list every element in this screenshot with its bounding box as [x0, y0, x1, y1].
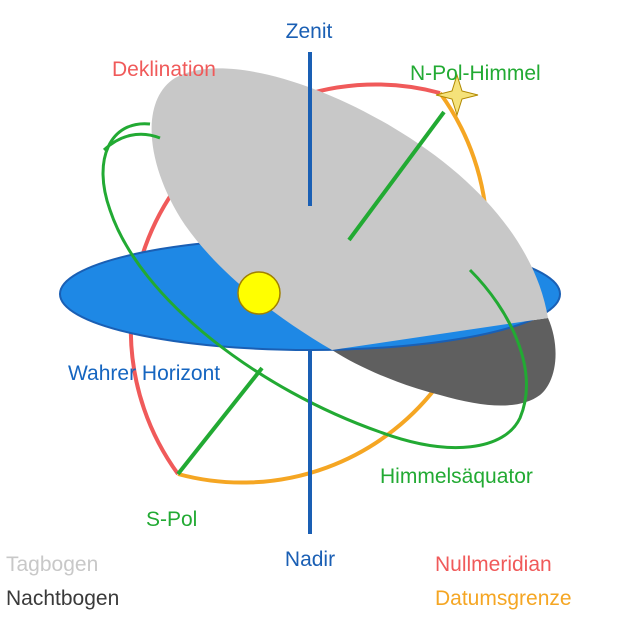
label-horizont: Wahrer Horizont	[68, 362, 220, 385]
nachtbogen-shape	[332, 318, 556, 406]
label-himmelsaequator: Himmelsäquator	[380, 465, 533, 488]
label-spol: S-Pol	[146, 508, 197, 531]
legend-datumsgrenze: Datumsgrenze	[435, 587, 572, 610]
label-deklination: Deklination	[112, 58, 216, 81]
spol-axis	[176, 366, 264, 476]
label-npol: N-Pol-Himmel	[410, 62, 541, 85]
sun-icon	[237, 271, 281, 315]
legend-tagbogen: Tagbogen	[6, 553, 98, 576]
legend-nachtbogen: Nachtbogen	[6, 587, 119, 610]
star-icon	[435, 73, 479, 117]
label-nadir: Nadir	[285, 548, 335, 571]
himmelsaequator-circle	[101, 122, 528, 449]
npol-axis	[347, 110, 446, 242]
deklination-arc	[102, 132, 161, 152]
label-zenit: Zenit	[286, 20, 333, 43]
legend-nullmeridian: Nullmeridian	[435, 553, 552, 576]
